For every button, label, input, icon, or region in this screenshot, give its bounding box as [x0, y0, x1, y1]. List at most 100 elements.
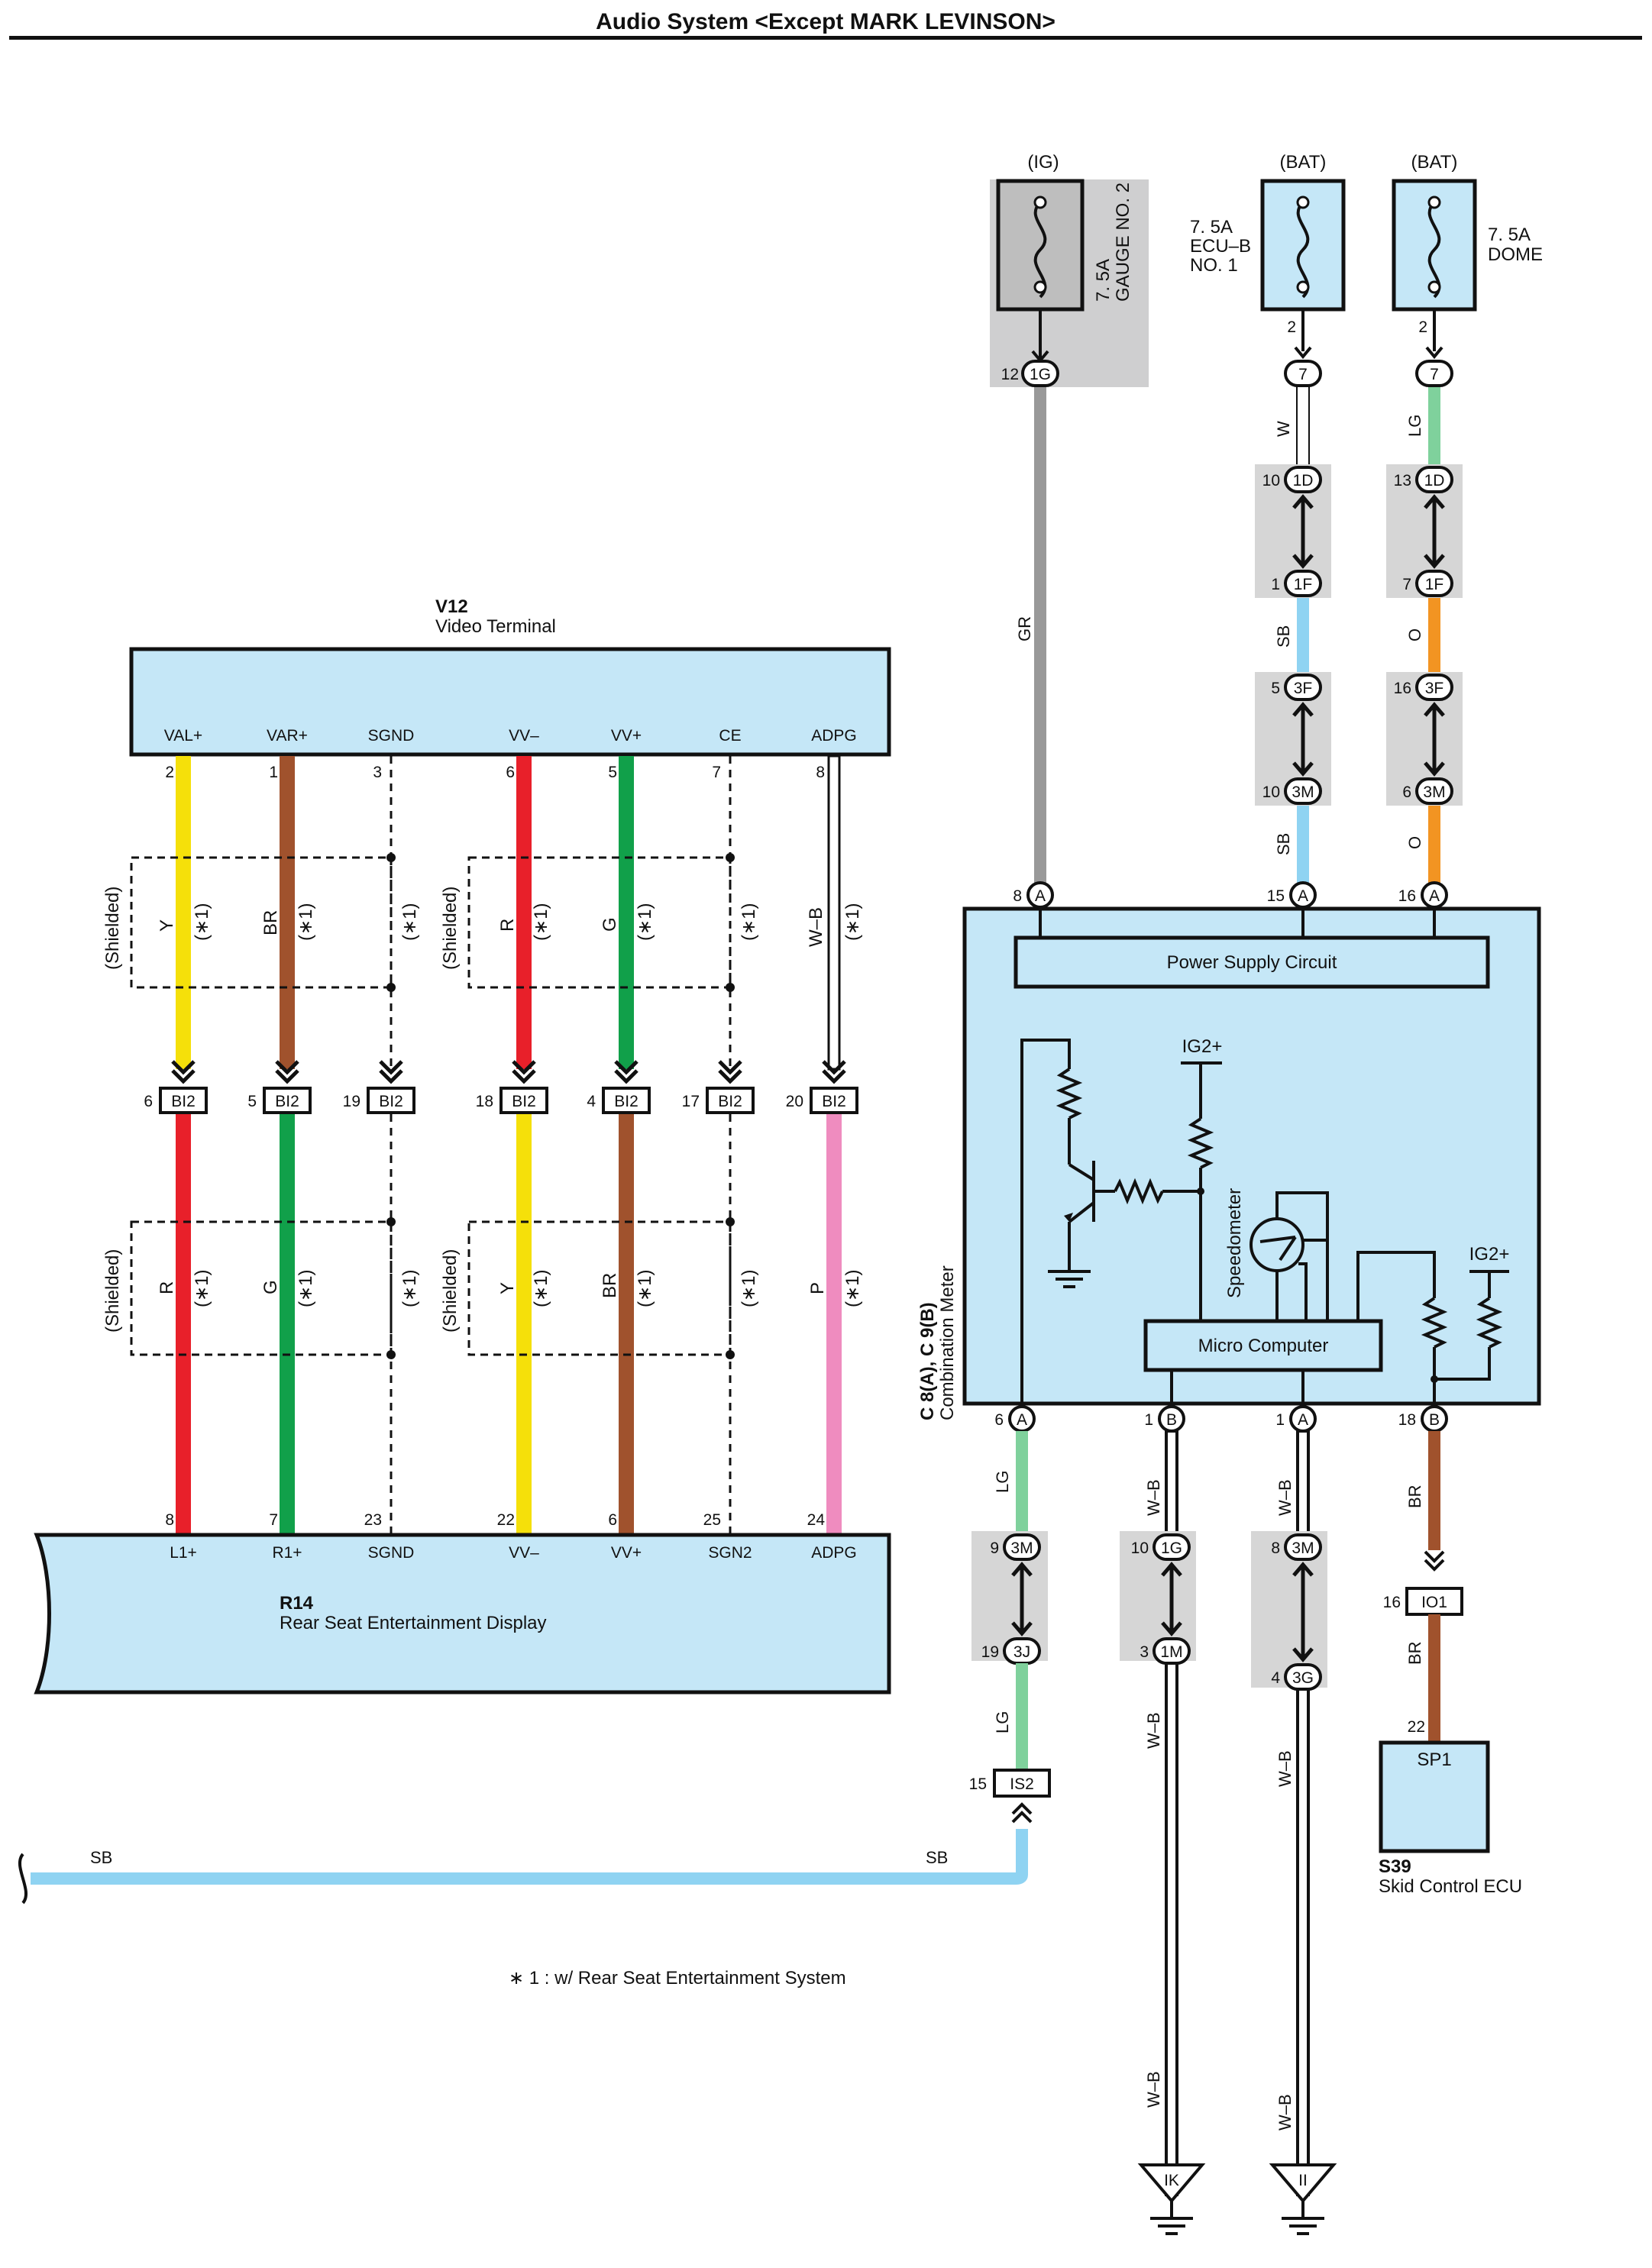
svg-text:3M: 3M	[1292, 1539, 1314, 1557]
svg-text:W: W	[1274, 421, 1293, 437]
svg-text:CE: CE	[719, 727, 741, 745]
svg-text:Video Terminal: Video Terminal	[435, 616, 556, 637]
svg-text:NO. 1: NO. 1	[1190, 255, 1238, 276]
svg-text:W–B: W–B	[1144, 1479, 1163, 1516]
svg-text:7: 7	[1298, 366, 1308, 383]
svg-text:1M: 1M	[1160, 1643, 1182, 1661]
footnote: ∗ 1 : w/ Rear Seat Entertainment System	[509, 1968, 846, 1989]
wire-lg-o-column: LG O O	[1386, 386, 1463, 886]
svg-text:S39: S39	[1379, 1856, 1411, 1877]
svg-text:SB: SB	[90, 1848, 112, 1867]
svg-text:SP1: SP1	[1417, 1749, 1451, 1770]
svg-text:1: 1	[1144, 1411, 1153, 1429]
svg-text:V12: V12	[435, 596, 468, 617]
svg-text:BR: BR	[1405, 1641, 1424, 1665]
wire-lg-lower: LG 3M 9 3J 19 LG IS2 15	[969, 1431, 1051, 1824]
svg-text:BI2: BI2	[171, 1093, 196, 1110]
svg-text:(∗1): (∗1)	[296, 903, 316, 941]
svg-text:IG2+: IG2+	[1469, 1244, 1510, 1265]
junction-connectors-upper: 1G 12 7 7 1D 10 1F 1 3F 5 3M 10 1D 13 1F…	[1001, 360, 1453, 805]
svg-text:10: 10	[1262, 783, 1280, 801]
bi2-connectors: BI2 BI2 BI2 BI2 BI2 BI2 BI2 6 5 19 18 4 …	[144, 1060, 858, 1114]
lower-shielded-groups	[130, 1220, 732, 1356]
svg-text:3F: 3F	[1294, 680, 1313, 697]
svg-text:VAL+: VAL+	[164, 727, 202, 745]
svg-text:W–B: W–B	[1144, 1712, 1163, 1749]
svg-text:(∗1): (∗1)	[635, 903, 655, 941]
svg-text:7: 7	[1430, 366, 1439, 383]
svg-text:5: 5	[1271, 680, 1280, 697]
svg-text:VV–: VV–	[509, 727, 539, 745]
svg-text:G: G	[600, 917, 620, 932]
svg-text:Y: Y	[157, 919, 177, 932]
fuse-dome: (BAT) 7. 5A DOME	[1392, 152, 1543, 312]
svg-text:(∗1): (∗1)	[739, 1270, 759, 1307]
svg-text:1G: 1G	[1161, 1539, 1182, 1557]
svg-text:SB: SB	[926, 1848, 948, 1867]
svg-text:16: 16	[1383, 1594, 1401, 1611]
svg-text:(BAT): (BAT)	[1280, 152, 1327, 173]
svg-text:W–B: W–B	[806, 907, 826, 947]
title-rule	[9, 36, 1642, 40]
svg-text:3F: 3F	[1425, 680, 1444, 697]
svg-text:(∗1): (∗1)	[531, 1270, 551, 1307]
svg-text:R14: R14	[280, 1593, 314, 1614]
svg-text:18: 18	[1398, 1411, 1416, 1429]
svg-text:24: 24	[807, 1511, 826, 1529]
svg-text:6: 6	[608, 1511, 617, 1529]
lower-signal-wires	[176, 1114, 842, 1535]
svg-text:DOME: DOME	[1488, 244, 1543, 265]
svg-text:7: 7	[1402, 576, 1411, 593]
svg-text:5: 5	[247, 1093, 257, 1110]
fuse-gauge-no2: (IG) 7. 5A GAUGE NO. 2	[990, 152, 1149, 387]
svg-text:G: G	[260, 1280, 281, 1294]
svg-text:19: 19	[343, 1093, 360, 1110]
svg-text:A: A	[1017, 1411, 1027, 1429]
svg-text:10: 10	[1262, 472, 1280, 489]
svg-text:W–B: W–B	[1275, 2094, 1295, 2131]
svg-text:BI2: BI2	[512, 1093, 536, 1110]
svg-text:3M: 3M	[1423, 783, 1445, 801]
svg-text:7. 5A: 7. 5A	[1488, 225, 1531, 245]
svg-text:A: A	[1429, 887, 1440, 905]
svg-text:C 8(A), C 9(B): C 8(A), C 9(B)	[917, 1302, 938, 1420]
svg-text:1: 1	[269, 764, 278, 781]
svg-text:9: 9	[990, 1539, 999, 1557]
svg-text:6: 6	[506, 764, 515, 781]
svg-text:VV+: VV+	[611, 1544, 642, 1562]
wire-wb-ground-ik: W–B 1G 10 1M 3 W–B W–B IK	[1120, 1430, 1206, 2235]
svg-text:15: 15	[1267, 887, 1285, 905]
svg-text:W–B: W–B	[1144, 2071, 1163, 2108]
svg-text:22: 22	[497, 1511, 515, 1529]
svg-text:Power Supply Circuit: Power Supply Circuit	[1167, 952, 1337, 973]
svg-text:LG: LG	[993, 1471, 1012, 1493]
wire-br-skid: BR IO1 16 BR 22 SP1 S39 Skid Control ECU	[1379, 1431, 1522, 1897]
svg-text:BR: BR	[1405, 1485, 1424, 1508]
svg-text:(∗1): (∗1)	[399, 1270, 420, 1307]
svg-text:18: 18	[476, 1093, 493, 1110]
svg-text:1F: 1F	[1425, 576, 1444, 593]
svg-text:8: 8	[816, 764, 825, 781]
svg-text:3: 3	[373, 764, 382, 781]
wire-wb-ground-ii: W–B 3M 8 3G 4 W–B W–B II	[1251, 1430, 1337, 2235]
svg-text:23: 23	[364, 1511, 382, 1529]
fuse-ecu-b: (BAT) 7. 5A ECU–B NO. 1	[1190, 152, 1346, 312]
svg-text:3M: 3M	[1292, 783, 1314, 801]
svg-text:R: R	[497, 919, 518, 932]
svg-text:(∗1): (∗1)	[842, 1270, 863, 1307]
svg-text:ADPG: ADPG	[811, 727, 857, 745]
svg-text:7: 7	[269, 1511, 278, 1529]
svg-text:(Shielded): (Shielded)	[440, 1249, 461, 1333]
svg-text:W–B: W–B	[1275, 1479, 1295, 1516]
svg-text:(BAT): (BAT)	[1411, 152, 1458, 173]
svg-text:(∗1): (∗1)	[192, 1270, 212, 1307]
svg-text:O: O	[1405, 628, 1424, 641]
svg-text:25: 25	[703, 1511, 721, 1529]
svg-text:R1+: R1+	[272, 1544, 302, 1562]
svg-text:IO1: IO1	[1421, 1594, 1447, 1611]
svg-text:(∗1): (∗1)	[842, 903, 863, 941]
svg-text:LG: LG	[1405, 415, 1424, 437]
svg-text:15: 15	[969, 1775, 987, 1793]
fuse-pin-stubs: 2 2	[1031, 309, 1443, 363]
svg-text:3G: 3G	[1292, 1669, 1314, 1687]
